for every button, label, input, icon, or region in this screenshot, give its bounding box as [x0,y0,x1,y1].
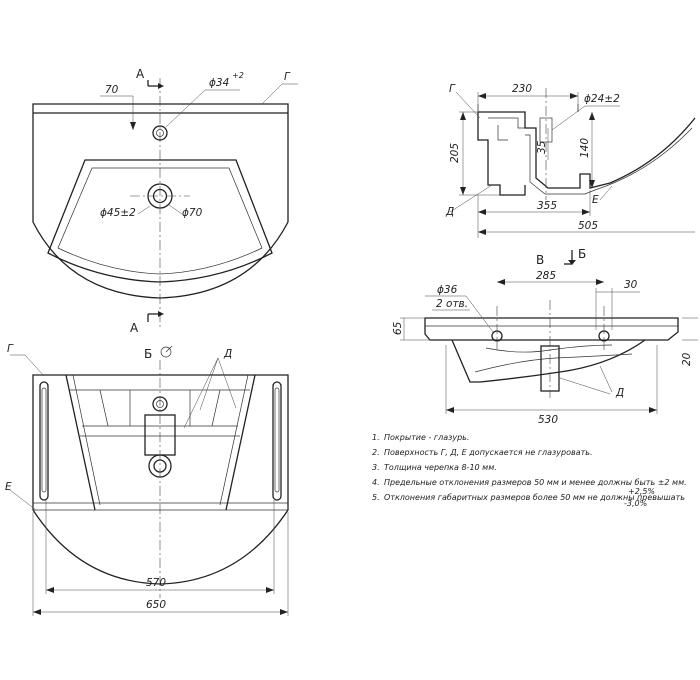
dim-570: 570 [146,577,166,589]
dim-650: 650 [146,599,166,611]
note-1-text: Покрытие - глазурь. [384,433,469,442]
label-g-side: Г [449,83,456,95]
dim-hole-34: ϕ34 [209,77,229,89]
dim-36: ϕ36 [437,284,458,296]
label-g-bottom: Г [7,343,14,355]
dim-drain-70: ϕ70 [182,207,203,219]
note-2-num: 2. [372,448,380,457]
label-d-rear: Д [615,387,624,399]
dim-205: 205 [449,143,461,163]
note-5-tolerance-plus: +2,5% [628,487,655,496]
note-3-num: 3. [372,463,380,472]
dim-35: 35 [536,140,548,154]
section-a-top-label: А [136,67,145,81]
note-4-num: 4. [372,478,380,487]
label-g-top: Г [284,71,291,83]
label-e-bottom: Е [5,481,12,493]
technical-notes: 1. Покрытие - глазурь. 2. Поверхность Г,… [372,433,687,508]
dim-505: 505 [578,220,598,232]
note-5-text: Отклонения габаритных размеров более 50 … [384,493,685,502]
dim-230: 230 [512,83,532,95]
label-d-side: Д [445,206,454,218]
note-4-text: Предельные отклонения размеров 50 мм и м… [384,478,687,487]
section-a-bottom-label: А [130,321,139,335]
dim-355: 355 [537,200,557,212]
note-1-num: 1. [372,433,380,442]
dim-20: 20 [681,352,693,366]
dim-70: 70 [105,84,119,96]
dim-hole-34-tolerance: +2 [232,71,244,80]
side-section-view [449,88,696,238]
section-b-bottom-label: Б [144,347,152,361]
note-5-tolerance-minus: -3,0% [624,499,647,508]
top-view [32,78,298,328]
note-2-text: Поверхность Г, Д, Е допускается не глазу… [384,448,593,457]
dim-drain-45: ϕ45±2 [100,207,136,219]
label-d-bottom: Д [223,348,232,360]
dim-24: ϕ24±2 [584,93,620,105]
note-5-num: 5. [372,493,380,502]
note-3-text: Толщина черепка 8-10 мм. [384,463,497,472]
dim-140: 140 [579,138,591,158]
section-b-right-label: Б [578,247,586,261]
dim-65: 65 [392,321,404,335]
dim-285: 285 [536,270,556,282]
rear-view [400,250,698,414]
dim-530: 530 [538,414,558,426]
dim-30: 30 [624,279,638,291]
section-v-label: В [536,253,544,267]
label-e-side: Е [592,194,599,206]
bottom-view [9,345,289,616]
dim-2-holes: 2 отв. [436,298,468,310]
